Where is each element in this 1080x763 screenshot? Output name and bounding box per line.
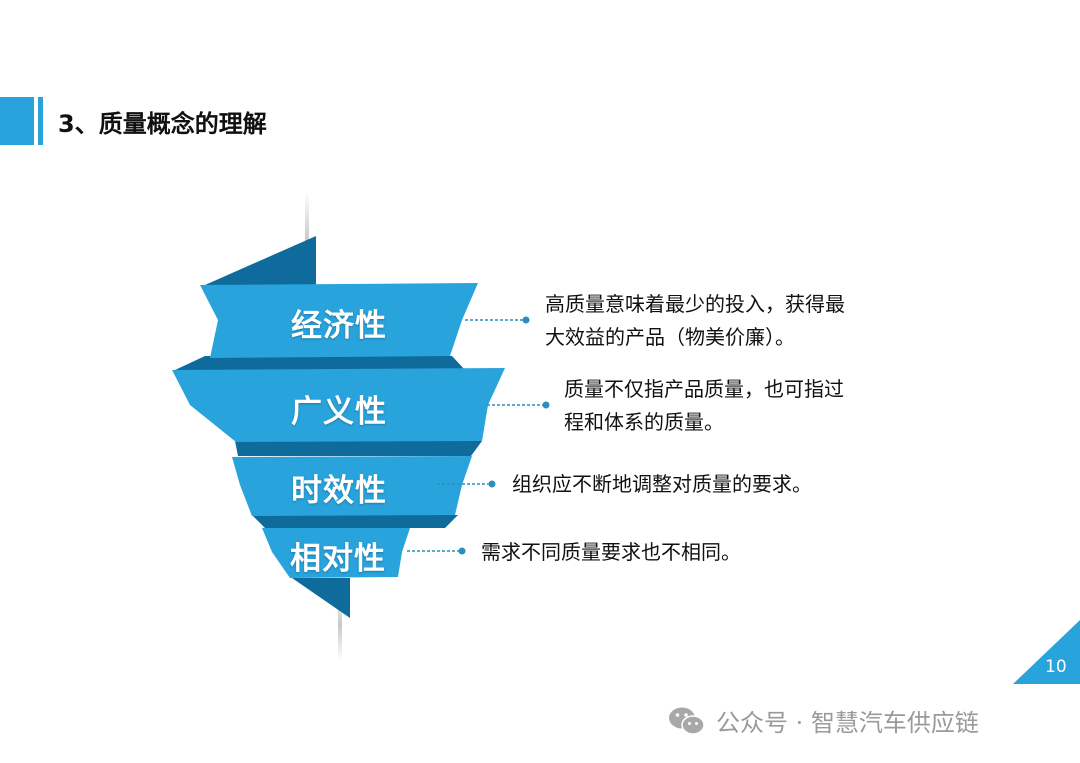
desc-line: 需求不同质量要求也不相同。 (481, 540, 741, 564)
stage-label-timeliness: 时效性 (291, 473, 387, 509)
page-corner-triangle (1013, 620, 1080, 684)
stage-desc-economy: 高质量意味着最少的投入，获得最 大效益的产品（物美价廉）。 (545, 288, 845, 354)
ribbon-fold-4 (252, 515, 458, 528)
band-relativity (262, 528, 410, 578)
title-accent-stripe (38, 97, 43, 145)
band-breadth (172, 368, 505, 442)
stage-desc-breadth: 质量不仅指产品质量，也可指过 程和体系的质量。 (564, 373, 844, 439)
connector-dot-2 (542, 401, 550, 409)
desc-line: 程和体系的质量。 (564, 410, 724, 434)
wechat-icon (669, 707, 705, 735)
ribbon-fold-2 (175, 356, 465, 370)
ribbon-fold-1 (205, 236, 316, 285)
connector-dot-3 (488, 480, 496, 488)
footer-watermark: 公众号 · 智慧汽车供应链 (668, 703, 979, 738)
page-title: 3、质量概念的理解 (58, 110, 267, 138)
desc-line: 组织应不断地调整对质量的要求。 (512, 472, 812, 496)
band-timeliness (232, 456, 472, 516)
stage-label-relativity: 相对性 (290, 541, 386, 577)
desc-line: 高质量意味着最少的投入，获得最 (545, 292, 845, 316)
title-accent-bar (0, 97, 34, 145)
stage-desc-relativity: 需求不同质量要求也不相同。 (481, 536, 741, 569)
ribbon-fold-3 (235, 441, 482, 456)
footer-text: 公众号 · 智慧汽车供应链 (716, 709, 979, 737)
desc-line: 质量不仅指产品质量，也可指过 (564, 377, 844, 401)
ribbon-fold-5 (292, 578, 350, 618)
stage-label-breadth: 广义性 (291, 394, 387, 430)
desc-line: 大效益的产品（物美价廉）。 (545, 325, 795, 349)
band-economy (200, 283, 478, 358)
axis-line-bottom (338, 590, 342, 660)
connector-dot-4 (458, 547, 466, 555)
connector-dot-1 (522, 316, 530, 324)
stage-desc-timeliness: 组织应不断地调整对质量的要求。 (512, 468, 812, 501)
page-number: 10 (1045, 657, 1067, 677)
stage-label-economy: 经济性 (291, 308, 387, 344)
